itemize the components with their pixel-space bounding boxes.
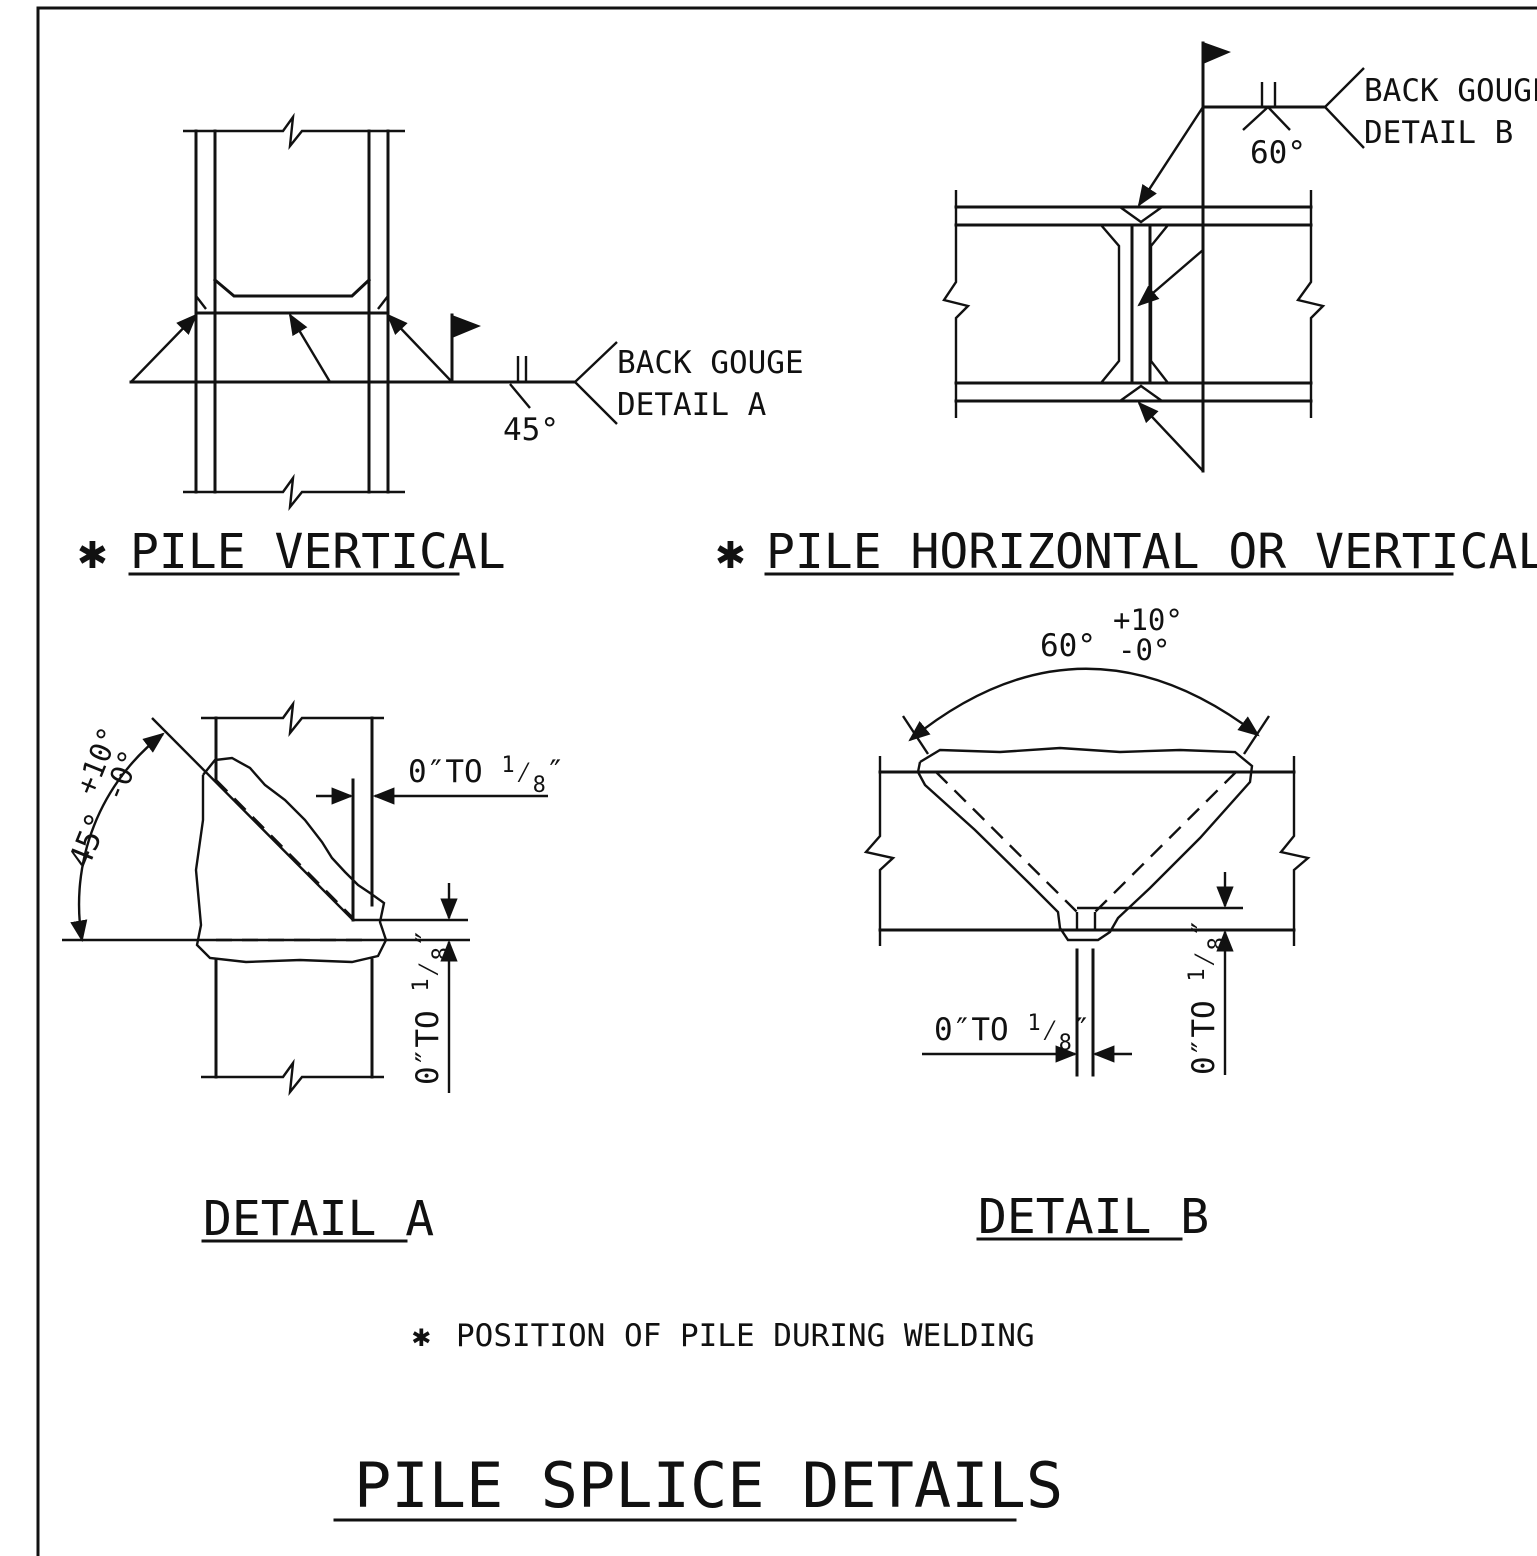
detail-b-gap-face-group: 0″TO 1⁄8″ — [1185, 918, 1230, 1075]
detail-a-angle: 45° — [62, 808, 116, 873]
pv-callout-angle: 45° — [503, 412, 559, 448]
detail-b-tol-minus: -0° — [1118, 633, 1170, 667]
sheet-title: PILE SPLICE DETAILS — [354, 1449, 1063, 1522]
pile-vertical-title: PILE VERTICAL — [130, 524, 506, 580]
ph-callout-angle: 60° — [1250, 135, 1306, 171]
detail-b-view — [863, 667, 1311, 1077]
pile-vertical-view — [129, 112, 618, 511]
detail-a-gap-root-group: 0″TO 1⁄8″ — [409, 928, 454, 1085]
detail-b-angle: 60° — [1040, 628, 1096, 664]
pv-callout-line1: BACK GOUGE — [617, 345, 804, 381]
detail-b-gap-face: 0″TO 1⁄8″ — [1185, 918, 1230, 1075]
footnote-asterisk: ✱ — [412, 1318, 431, 1354]
sheet-border — [36, 6, 1537, 1556]
detail-b-tol-plus: +10° — [1113, 603, 1183, 637]
detail-b-gap-root: 0″TO 1⁄8″ — [934, 1011, 1091, 1056]
pv-asterisk: ✱ — [78, 524, 107, 580]
ph-callout-line1: BACK GOUGE — [1364, 73, 1537, 109]
pile-horizontal-title: PILE HORIZONTAL OR VERTICAL — [766, 524, 1537, 580]
detail-a-title: DETAIL A — [203, 1191, 434, 1247]
detail-a-gap-root: 0″TO 1⁄8″ — [409, 928, 454, 1085]
ph-asterisk: ✱ — [716, 524, 745, 580]
detail-a-view — [62, 699, 548, 1096]
detail-a-gap-face: 0″TO 1⁄8″ — [408, 753, 565, 798]
ph-callout-line2: DETAIL B — [1364, 115, 1513, 151]
pv-callout-line2: DETAIL A — [617, 387, 767, 423]
detail-a-angle-dimension: 45° +10° -0° — [62, 722, 147, 873]
footnote: POSITION OF PILE DURING WELDING — [456, 1318, 1035, 1354]
detail-b-title: DETAIL B — [978, 1189, 1209, 1245]
pile-horizontal-view — [942, 41, 1365, 473]
